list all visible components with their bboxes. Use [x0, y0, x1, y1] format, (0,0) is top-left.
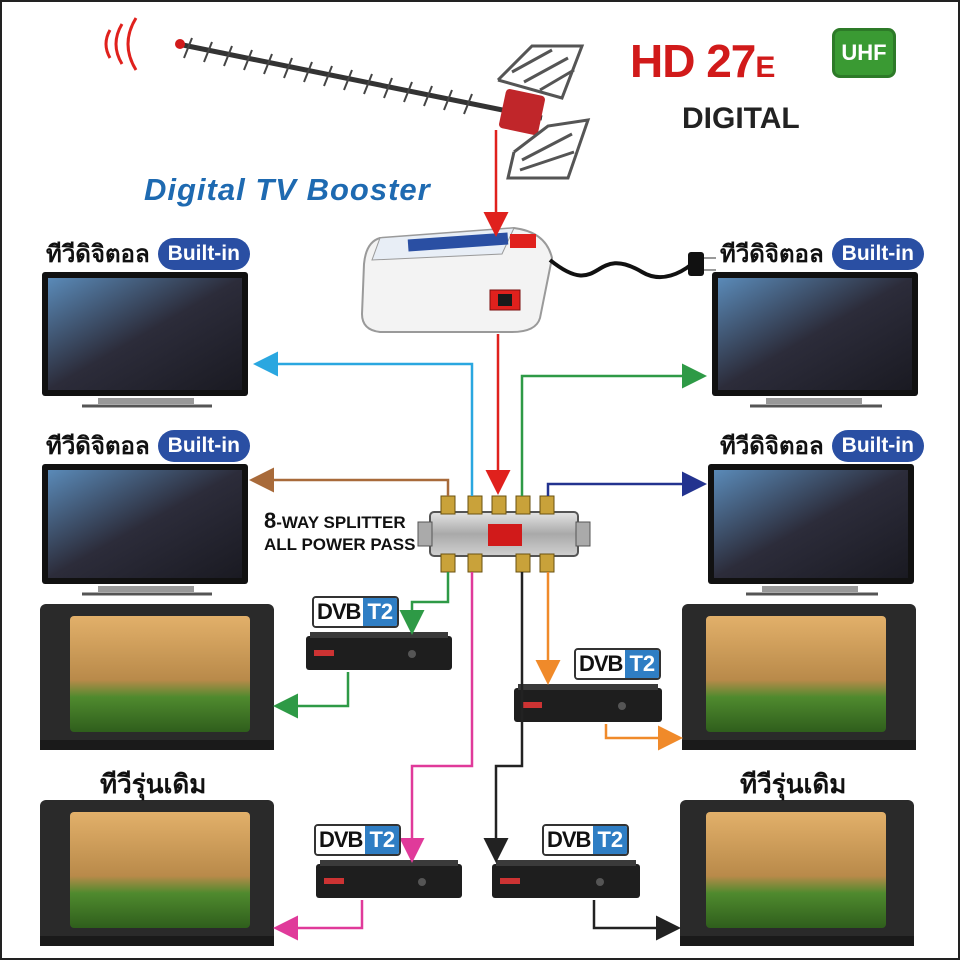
arrow-to-box-left-lower	[399, 572, 474, 863]
antenna-icon	[175, 37, 591, 180]
old-tv-label-right: ทีวีรุ่นเดิม	[740, 770, 847, 800]
arrow-to-smart-tv-top-right	[520, 363, 707, 496]
signal-waves-icon	[104, 17, 138, 71]
smart-tv-icon	[42, 464, 248, 596]
builtin-badge: Built-in	[157, 237, 250, 270]
arrow-to-smart-tv-top-left	[253, 351, 474, 496]
digital-label: DIGITAL	[682, 102, 800, 135]
splitter-label: 8-WAY SPLITTER ALL POWER PASS	[264, 508, 416, 555]
arrow-to-box-right-lower	[483, 572, 524, 863]
set-top-box-icon	[492, 860, 640, 898]
arrow-to-smart-tv-mid-left	[249, 467, 450, 496]
builtin-badge: Built-in	[831, 237, 924, 270]
builtin-badge: Built-in	[157, 429, 250, 462]
crt-tv-icon	[680, 800, 914, 946]
crt-tv-icon	[40, 604, 274, 750]
set-top-box-icon	[514, 684, 662, 722]
arrow-box-to-crt-right-lower	[592, 900, 681, 941]
smart-tv-icon	[708, 464, 914, 596]
arrow-box-to-crt-right-upper	[604, 724, 683, 751]
booster-device-icon	[360, 226, 716, 333]
splitter-icon	[417, 495, 591, 573]
crt-tv-icon	[40, 800, 274, 946]
connection-arrows	[249, 130, 707, 941]
arrow-box-to-crt-left-upper	[273, 672, 350, 719]
arrow-to-box-left-upper	[399, 572, 450, 635]
smart-tv-icon	[712, 272, 918, 408]
builtin-badge: Built-in	[831, 429, 924, 462]
set-top-box-icon	[316, 860, 462, 898]
arrow-to-smart-tv-mid-right	[546, 471, 707, 497]
old-tv-label-left: ทีวีรุ่นเดิม	[100, 770, 207, 800]
set-top-box-icon	[306, 632, 452, 670]
crt-tv-icon	[682, 604, 916, 750]
model-title: HD 27E	[630, 35, 775, 87]
uhf-badge: UHF	[832, 28, 896, 78]
arrow-box-to-crt-left-lower	[273, 900, 364, 941]
booster-title: Digital TV Booster	[144, 172, 431, 207]
smart-tv-icon	[42, 272, 248, 408]
